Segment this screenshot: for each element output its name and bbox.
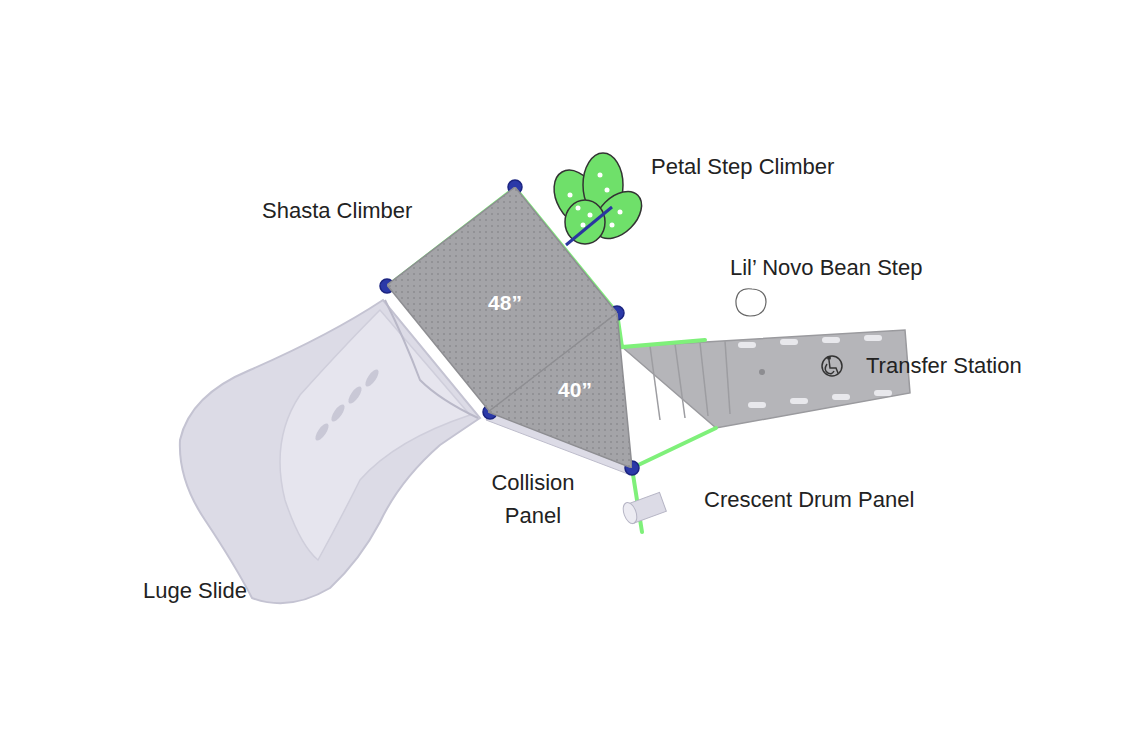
dimension-wrap: 40” bbox=[558, 378, 592, 402]
slide-body bbox=[180, 300, 480, 603]
part-label: Petal Step Climber bbox=[651, 150, 834, 183]
luge-slide bbox=[180, 300, 480, 603]
deck-dimension: 40” bbox=[558, 378, 592, 401]
deck-dimension: 48” bbox=[488, 291, 522, 314]
part-label: Shasta Climber bbox=[262, 194, 412, 227]
bean-step bbox=[736, 289, 766, 316]
part-label: Transfer Station bbox=[866, 349, 1022, 382]
support-posts bbox=[380, 180, 639, 475]
accessibility-icon bbox=[822, 356, 842, 376]
petal-step-climber bbox=[545, 153, 651, 248]
part-label-wrap: Petal Step Climber bbox=[651, 150, 834, 183]
deck-surface bbox=[488, 313, 632, 468]
part-label-wrap: Transfer Station bbox=[866, 349, 1022, 382]
part-label: Crescent Drum Panel bbox=[704, 483, 914, 516]
deck-platform: 40” bbox=[488, 313, 632, 468]
dimension-wrap: 48” bbox=[488, 291, 522, 315]
transfer-steps bbox=[650, 341, 730, 420]
part-label: Luge Slide bbox=[143, 574, 247, 607]
crescent-drum bbox=[621, 492, 667, 525]
part-label-wrap: Luge Slide bbox=[143, 574, 247, 607]
slide-bumps bbox=[313, 368, 381, 443]
deck-surface bbox=[387, 187, 617, 412]
part-label-wrap: Crescent Drum Panel bbox=[704, 483, 914, 516]
part-label: Collision Panel bbox=[478, 466, 588, 532]
part-label-wrap: Shasta Climber bbox=[262, 194, 412, 227]
part-label: Lil’ Novo Bean Step bbox=[730, 251, 922, 284]
part-label-wrap: Lil’ Novo Bean Step bbox=[730, 251, 922, 284]
part-label-wrap: Collision Panel bbox=[478, 466, 588, 532]
